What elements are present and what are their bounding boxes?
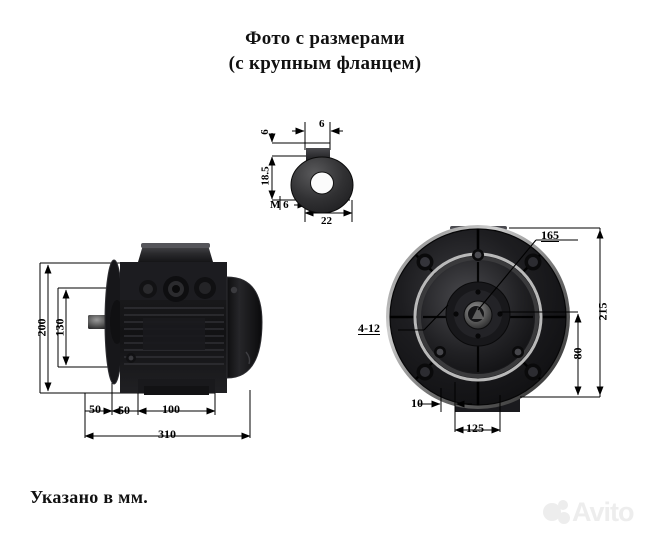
dim-label-200: 200 — [34, 318, 49, 337]
dim-label-80: 80 — [570, 347, 585, 360]
dim-label-50-b: 50 — [118, 403, 130, 417]
page-title-line1: Фото с размерами — [245, 28, 405, 49]
dim-label-100: 100 — [162, 402, 180, 416]
dim-label-18-5: 18.5 — [259, 166, 272, 186]
mounting-holes — [416, 253, 542, 381]
leader-4-12 — [398, 304, 449, 331]
dim-label-130: 130 — [52, 318, 67, 337]
detail-part-geometry — [290, 148, 354, 214]
dim-label-50-a: 50 — [89, 402, 101, 416]
dim-label-6-left: 6 — [258, 129, 271, 135]
page-title-line2: (с крупным фланцем) — [228, 53, 422, 75]
side-view-group — [39, 243, 263, 440]
front-view-group — [386, 225, 604, 434]
avito-watermark-text: Avito — [572, 497, 634, 527]
detail-view-shaft-end — [268, 122, 354, 222]
dim-label-6-top: 6 — [319, 118, 325, 130]
avito-watermark: Avito — [543, 497, 635, 527]
dim-label-310: 310 — [158, 427, 176, 441]
leader-165 — [477, 239, 578, 311]
dim-label-4-12: 4-12 — [358, 321, 380, 335]
dim-label-22: 22 — [321, 215, 332, 227]
page-title: Фото с размерами (с крупным фланцем) — [0, 26, 650, 76]
units-note: Указано в мм. — [30, 487, 149, 507]
dim-label-10: 10 — [411, 396, 423, 410]
motor-front-photo — [386, 225, 570, 412]
dim-label-m6: M 6 — [270, 199, 289, 211]
dim-label-215: 215 — [595, 302, 610, 321]
dim-label-125: 125 — [466, 421, 484, 435]
motor-side-photo — [88, 243, 263, 395]
dim-label-165: 165 — [541, 228, 559, 242]
